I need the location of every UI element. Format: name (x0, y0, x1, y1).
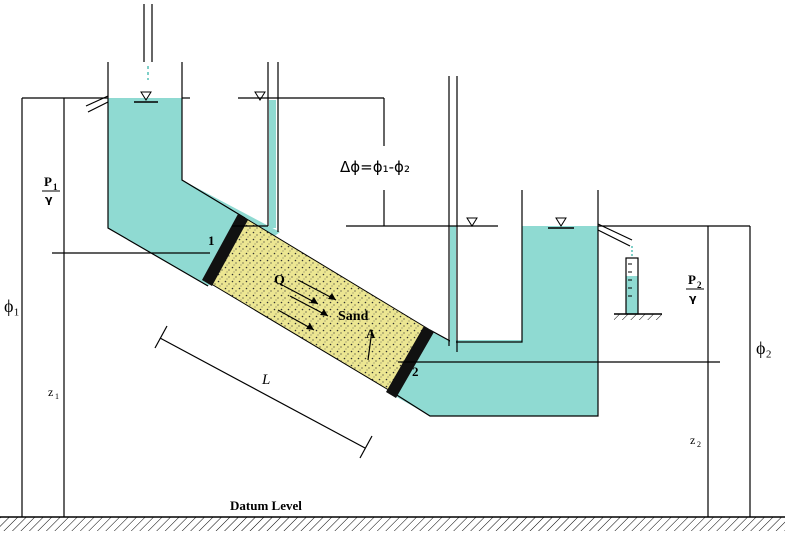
label-p1-over-gamma: P 1 γ (42, 174, 60, 206)
label-delta-phi: Δϕ=ϕ₁-ϕ₂ (340, 158, 410, 176)
dimension-lines (21, 97, 751, 517)
svg-text:z: z (48, 385, 53, 399)
label-z2: z 2 (690, 433, 701, 449)
piezometer-2 (448, 76, 458, 352)
label-area-a: A (366, 326, 376, 341)
svg-text:γ: γ (689, 292, 697, 305)
label-length-l: L (261, 372, 270, 388)
svg-text:γ: γ (45, 193, 53, 206)
svg-text:1: 1 (53, 182, 58, 192)
apparatus-outline (85, 62, 633, 417)
svg-text:2: 2 (697, 440, 701, 449)
label-sand: Sand (338, 309, 369, 324)
label-p2-over-gamma: P 2 γ (686, 272, 704, 305)
label-point-1: 1 (208, 233, 215, 248)
label-flow-q: Q (274, 273, 285, 288)
svg-text:P: P (688, 272, 696, 287)
label-phi1: ϕ₁ (4, 296, 20, 316)
measuring-cylinder (614, 246, 662, 320)
sand-column (207, 217, 431, 393)
svg-text:2: 2 (697, 280, 702, 290)
label-point-2: 2 (412, 364, 419, 379)
ground-hatch (0, 516, 785, 531)
water-level-markers (134, 91, 574, 229)
inflow-pipe (143, 4, 153, 80)
svg-text:P: P (44, 174, 52, 189)
svg-text:1: 1 (55, 392, 59, 401)
piezometer-1 (232, 62, 279, 232)
label-phi2: ϕ₂ (756, 338, 772, 358)
flow-arrows (277, 279, 373, 361)
label-datum-level: Datum Level (230, 498, 302, 513)
label-z1: z 1 (48, 385, 59, 401)
svg-text:z: z (690, 433, 695, 447)
